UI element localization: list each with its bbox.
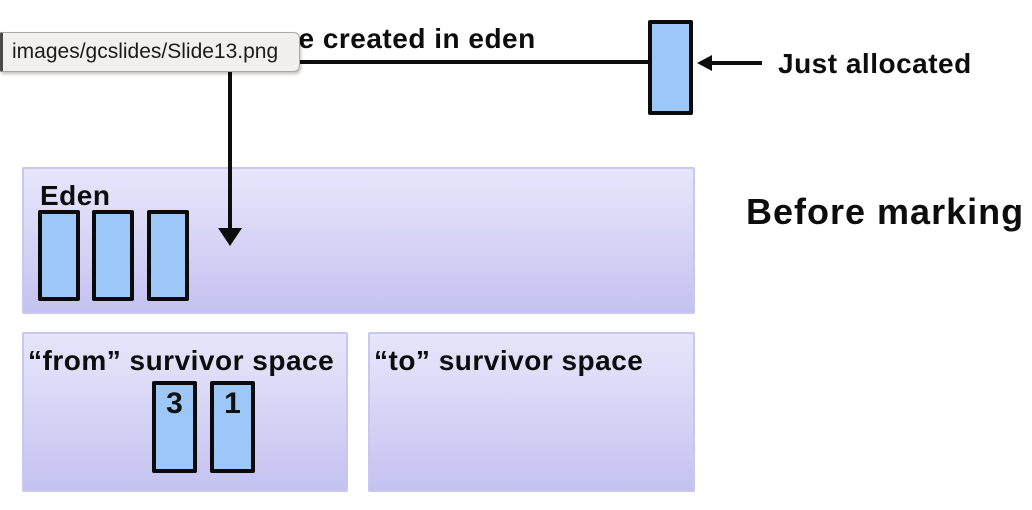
from-survivor-region: “from” survivor space 3 1 <box>22 332 348 492</box>
image-path-text: images/gcslides/Slide13.png <box>12 40 279 63</box>
eden-object <box>92 210 134 301</box>
eden-region-label: Eden <box>40 180 111 211</box>
just-allocated-object <box>648 20 693 115</box>
eden-region: Eden <box>22 167 695 314</box>
image-path-tooltip: images/gcslides/Slide13.png <box>0 32 300 72</box>
eden-creation-caption: are created in eden <box>271 23 536 54</box>
left-arrowhead-icon <box>697 55 712 71</box>
survivor-object-age-1: 1 <box>210 381 255 473</box>
from-survivor-label: “from” survivor space <box>28 345 335 376</box>
to-survivor-region: “to” survivor space <box>368 332 695 492</box>
stage-label: Before marking <box>746 191 1025 232</box>
to-survivor-label: “to” survivor space <box>374 345 644 376</box>
survivor-object-age-3: 3 <box>152 381 197 473</box>
eden-object <box>38 210 80 301</box>
just-allocated-label: Just allocated <box>778 48 972 79</box>
eden-object <box>147 210 189 301</box>
